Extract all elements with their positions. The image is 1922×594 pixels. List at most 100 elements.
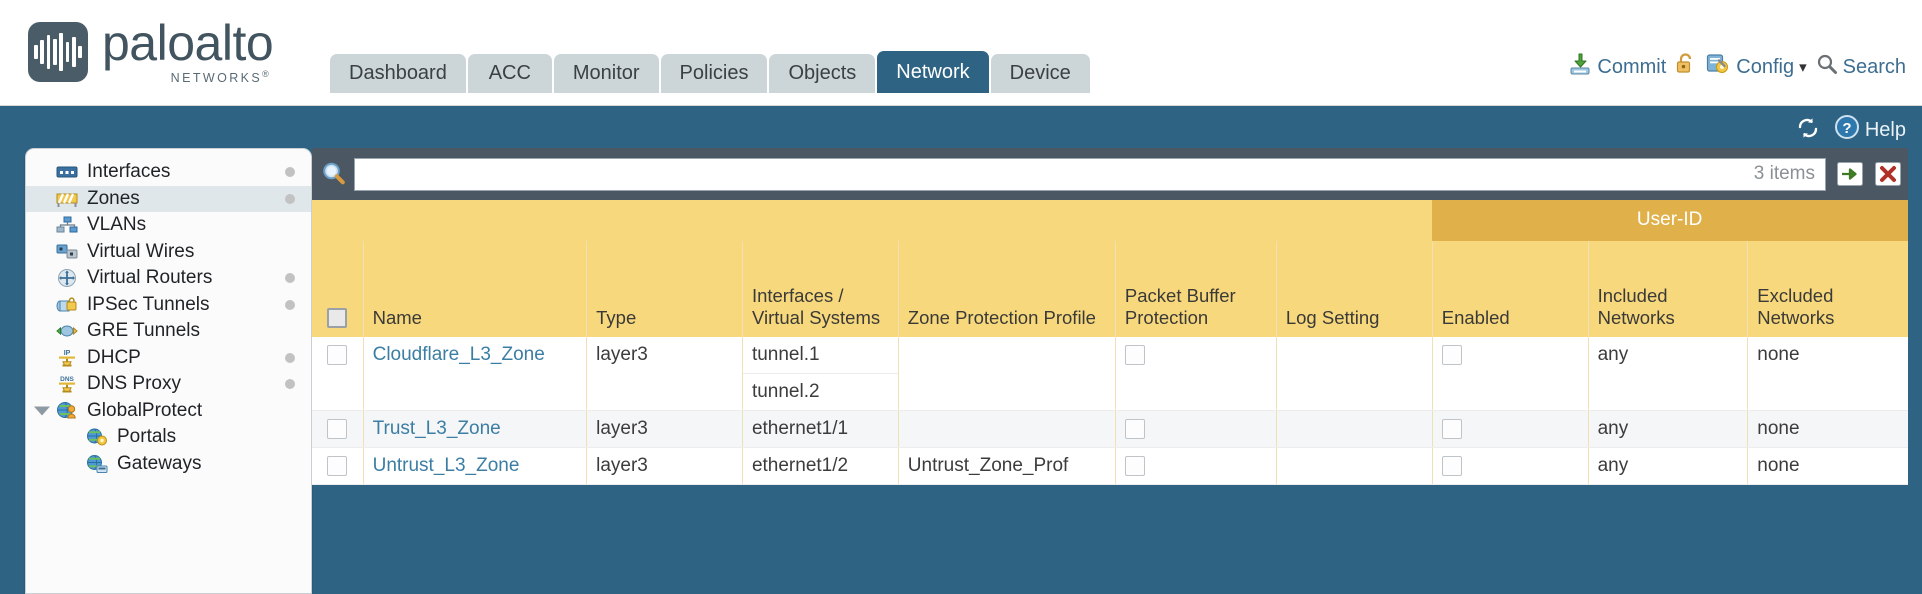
row-select-cell[interactable] <box>312 410 364 448</box>
chevron-down-icon[interactable] <box>34 406 50 416</box>
row-checkbox[interactable] <box>327 455 348 476</box>
sidebar-status-dot <box>285 352 295 363</box>
sidebar-item-portals[interactable]: Portals <box>26 424 311 451</box>
sidebar-item-gre-tunnels[interactable]: GRE Tunnels <box>26 318 311 345</box>
cell-excluded-networks: none <box>1747 447 1908 485</box>
cell-included-networks: any <box>1588 337 1749 411</box>
cell-type: layer3 <box>586 410 743 448</box>
col-type[interactable]: Type <box>586 241 743 337</box>
cell-log-setting <box>1276 337 1433 411</box>
portals-icon <box>84 427 110 447</box>
col-name[interactable]: Name <box>363 241 588 337</box>
cell-zone-protection-profile: Untrust_Zone_Prof <box>898 447 1116 485</box>
row-select-cell[interactable] <box>312 447 364 485</box>
userid-enabled-checkbox[interactable] <box>1441 418 1462 439</box>
cell-userid-enabled[interactable] <box>1432 447 1589 485</box>
cell-packet-buffer-protection[interactable] <box>1115 447 1277 485</box>
col-packet-buffer-protection[interactable]: Packet Buffer Protection <box>1115 241 1277 337</box>
commit-label: Commit <box>1597 55 1667 78</box>
group-header-userid: User-ID <box>1432 200 1909 241</box>
cell-name[interactable]: Cloudflare_L3_Zone <box>363 337 588 411</box>
cell-name[interactable]: Trust_L3_Zone <box>363 410 588 448</box>
refresh-icon[interactable] <box>1795 116 1821 145</box>
tab-network[interactable]: Network <box>877 51 989 93</box>
table-row[interactable]: Cloudflare_L3_Zone layer3 tunnel.1 tunne… <box>312 337 1908 411</box>
cell-interfaces: tunnel.1 tunnel.2 <box>742 337 899 411</box>
brand-logo: paloalto NETWORKS® <box>28 18 274 85</box>
table-row[interactable]: Trust_L3_Zone layer3 ethernet1/1 any <box>312 410 1908 448</box>
packet-buffer-protection-checkbox[interactable] <box>1124 455 1145 476</box>
zone-name-link[interactable]: Trust_L3_Zone <box>372 418 501 439</box>
tab-objects[interactable]: Objects <box>769 54 876 93</box>
virtual-wires-icon <box>54 242 80 262</box>
tab-device[interactable]: Device <box>990 54 1090 93</box>
secondary-bar-actions: ? Help <box>1795 114 1906 146</box>
col-interfaces-virtual-systems[interactable]: Interfaces / Virtual Systems <box>742 241 899 337</box>
cell-userid-enabled[interactable] <box>1432 410 1589 448</box>
sidebar-item-interfaces[interactable]: Interfaces <box>26 159 311 186</box>
packet-buffer-protection-checkbox[interactable] <box>1124 418 1145 439</box>
zones-table: User-ID Name Type Interfaces / Virtual S… <box>312 200 1909 485</box>
help-button[interactable]: ? Help <box>1834 114 1906 146</box>
cell-excluded-networks: none <box>1747 410 1908 448</box>
magnifier-icon[interactable] <box>320 160 348 188</box>
col-userid-enabled[interactable]: Enabled <box>1432 241 1589 337</box>
sidebar-item-globalprotect[interactable]: GlobalProtect <box>26 398 311 425</box>
table-header-row: Name Type Interfaces / Virtual Systems Z… <box>312 241 1908 337</box>
search-button[interactable]: Search <box>1816 53 1906 81</box>
userid-enabled-checkbox[interactable] <box>1441 455 1462 476</box>
col-included-networks[interactable]: Included Networks <box>1588 241 1749 337</box>
sidebar-status-dot <box>285 273 295 284</box>
commit-button[interactable]: Commit <box>1568 52 1666 82</box>
cell-included-networks: any <box>1588 410 1749 448</box>
table-row[interactable]: Untrust_L3_Zone layer3 ethernet1/2 Untru… <box>312 447 1908 485</box>
col-zone-protection-profile[interactable]: Zone Protection Profile <box>898 241 1116 337</box>
apply-filter-button[interactable] <box>1836 160 1864 188</box>
col-log-setting[interactable]: Log Setting <box>1276 241 1433 337</box>
group-header-spacer <box>312 200 1433 241</box>
row-checkbox[interactable] <box>327 344 348 365</box>
packet-buffer-protection-checkbox[interactable] <box>1124 344 1145 365</box>
sidebar-status-dot <box>285 299 295 310</box>
sidebar-item-gateways[interactable]: Gateways <box>26 451 311 478</box>
sidebar-item-ipsec-tunnels[interactable]: IPSec Tunnels <box>26 292 311 319</box>
sidebar-item-zones[interactable]: Zones <box>26 185 311 212</box>
zone-name-link[interactable]: Cloudflare_L3_Zone <box>372 344 545 365</box>
tab-dashboard[interactable]: Dashboard <box>330 54 466 93</box>
search-input[interactable]: 3 items <box>354 157 1826 191</box>
dns-proxy-icon: DNS <box>54 374 80 394</box>
zones-icon <box>54 189 80 209</box>
sidebar-item-label: VLANs <box>87 214 147 236</box>
cell-packet-buffer-protection[interactable] <box>1115 410 1277 448</box>
gre-tunnels-icon <box>54 321 80 341</box>
sidebar-item-dns-proxy[interactable]: DNS DNS Proxy <box>26 371 311 398</box>
col-excluded-networks[interactable]: Excluded Networks <box>1747 241 1908 337</box>
cell-packet-buffer-protection[interactable] <box>1115 337 1277 411</box>
row-select-cell[interactable] <box>312 337 364 411</box>
commit-download-icon <box>1568 52 1592 82</box>
userid-enabled-checkbox[interactable] <box>1441 344 1462 365</box>
sidebar-item-label: GlobalProtect <box>87 399 203 421</box>
tab-monitor[interactable]: Monitor <box>553 54 659 93</box>
unlock-padlock-icon <box>1675 52 1697 82</box>
sidebar-item-virtual-wires[interactable]: Virtual Wires <box>26 239 311 266</box>
config-menu[interactable]: Config ▾ <box>1706 52 1807 82</box>
clear-filter-button[interactable] <box>1874 160 1902 188</box>
select-all-checkbox[interactable] <box>327 308 348 328</box>
tab-policies[interactable]: Policies <box>660 54 768 93</box>
select-all-header[interactable] <box>312 241 364 337</box>
tab-acc[interactable]: ACC <box>467 54 552 93</box>
content-panel: 3 items <box>312 148 1909 594</box>
cell-userid-enabled[interactable] <box>1432 337 1589 411</box>
sidebar-item-virtual-routers[interactable]: Virtual Routers <box>26 265 311 292</box>
cell-name[interactable]: Untrust_L3_Zone <box>363 447 588 485</box>
interface-entry: tunnel.1 <box>751 344 820 365</box>
header-toolbar: Commit <box>1568 52 1906 82</box>
interface-entry: ethernet1/2 <box>751 455 849 476</box>
sidebar-item-vlans[interactable]: VLANs <box>26 212 311 239</box>
zone-name-link[interactable]: Untrust_L3_Zone <box>372 455 520 476</box>
svg-text:DNS: DNS <box>60 376 74 383</box>
row-checkbox[interactable] <box>327 418 348 439</box>
sidebar-item-dhcp[interactable]: IP DHCP <box>26 345 311 372</box>
lock-button[interactable] <box>1675 52 1697 82</box>
